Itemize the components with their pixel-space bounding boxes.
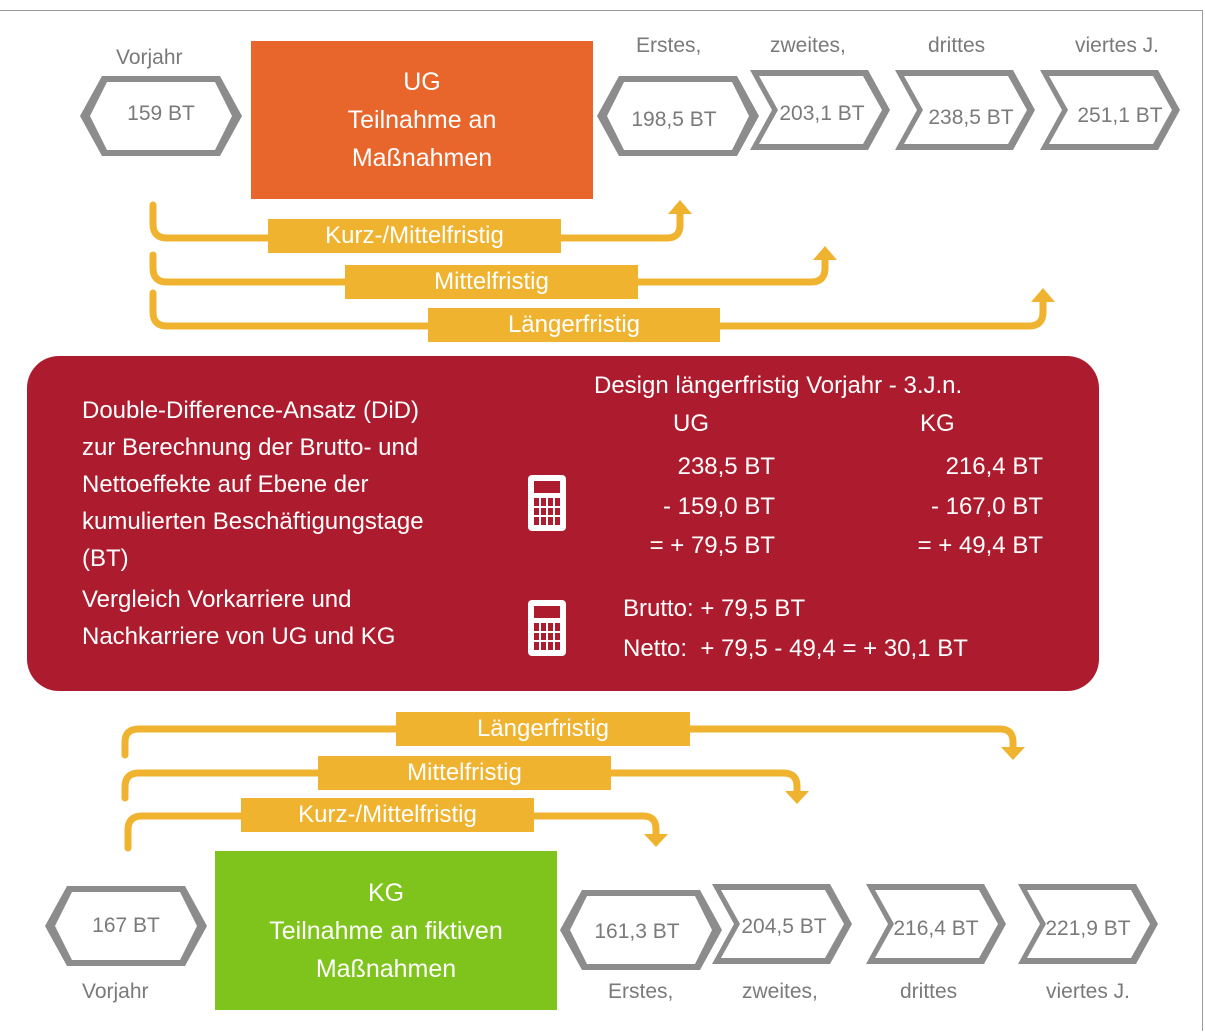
- kg-box-line1: KG: [367, 878, 405, 907]
- netto-result: Netto: + 79,5 - 49,4 = + 30,1 BT: [623, 635, 968, 662]
- bottom-year4-label: viertes J.: [1046, 980, 1131, 1003]
- kg-value-a: 216,4 BT: [945, 453, 1043, 480]
- kg-group-box: KG Teilnahme an fiktiven Maßnahmen: [215, 851, 557, 1010]
- bottom-arrowhead-long: [1001, 747, 1025, 760]
- ug-value-a: 238,5 BT: [677, 453, 775, 480]
- ug-box-line3: Maßnahmen: [351, 144, 493, 172]
- top-baseline-label: Vorjahr: [116, 46, 183, 69]
- ug-value-b: - 159,0 BT: [662, 493, 775, 520]
- bottom-arrowhead-medium: [785, 791, 809, 804]
- bottom-year1-label: Erstes,: [608, 980, 674, 1003]
- bottom-arrowhead-short: [644, 834, 668, 847]
- top-year3-label: drittes: [928, 34, 986, 57]
- top-year2-label: zweites,: [770, 34, 846, 57]
- diagram-frame: [0, 10, 1203, 1031]
- kg-column-header: KG: [920, 410, 955, 437]
- ug-box-line1: UG: [403, 68, 441, 96]
- top-year1-label: Erstes,: [636, 34, 702, 57]
- calculator-icon: [528, 475, 566, 531]
- top-arrowhead-medium: [813, 246, 837, 260]
- top-arrowhead-long: [1031, 288, 1055, 302]
- bottom-horizon-medium-label: Mittelfristig: [318, 756, 611, 790]
- bottom-baseline-value: 167 BT: [92, 914, 160, 937]
- method-line-2: zur Berechnung der Brutto- und: [82, 434, 419, 461]
- design-title: Design längerfristig Vorjahr - 3.J.n.: [594, 372, 963, 399]
- bottom-horizon-short-label: Kurz-/Mittelfristig: [241, 798, 534, 832]
- bottom-baseline-chevron-icon: [45, 886, 207, 966]
- bottom-year2-value: 204,5 BT: [741, 915, 827, 938]
- bottom-year3-value: 216,4 BT: [893, 917, 979, 940]
- top-baseline-value: 159 BT: [127, 102, 195, 125]
- top-arrowhead-short: [668, 200, 692, 214]
- kg-value-c: = + 49,4 BT: [917, 532, 1043, 559]
- top-horizon-medium-label: Mittelfristig: [345, 265, 638, 299]
- method-line-1: Double-Difference-Ansatz (DiD): [82, 397, 420, 424]
- bottom-year2-label: zweites,: [742, 980, 818, 1003]
- bottom-year1-chevron-icon: [560, 890, 722, 970]
- compare-line-1: Vergleich Vorkarriere und: [82, 586, 352, 613]
- ug-value-c: = + 79,5 BT: [649, 532, 775, 559]
- bottom-year1-value: 161,3 BT: [594, 920, 680, 943]
- kg-value-b: - 167,0 BT: [930, 493, 1043, 520]
- top-horizon-long-label: Längerfristig: [428, 308, 720, 342]
- bottom-year3-label: drittes: [900, 980, 958, 1003]
- top-year1-chevron-icon: [597, 76, 759, 156]
- top-baseline-chevron-icon: [80, 76, 242, 156]
- compare-line-2: Nachkarriere von UG und KG: [82, 623, 396, 650]
- top-year2-value: 203,1 BT: [779, 102, 865, 125]
- kg-box-line2: Teilnahme an fiktiven: [269, 916, 503, 945]
- top-year4-value: 251,1 BT: [1077, 104, 1163, 127]
- ug-column-header: UG: [673, 410, 709, 437]
- calculator-icon: [528, 600, 566, 656]
- top-year4-label: viertes J.: [1075, 34, 1160, 57]
- method-line-5: (BT): [82, 545, 129, 572]
- method-line-4: kumulierten Beschäftigungstage: [82, 508, 424, 535]
- ug-group-box: UG Teilnahme an Maßnahmen: [251, 41, 593, 199]
- method-line-3: Nettoeffekte auf Ebene der: [82, 471, 369, 498]
- bottom-year4-value: 221,9 BT: [1045, 917, 1131, 940]
- brutto-result: Brutto: + 79,5 BT: [623, 595, 806, 622]
- bottom-horizon-long-label: Längerfristig: [396, 712, 690, 746]
- bottom-baseline-label: Vorjahr: [82, 980, 149, 1003]
- ug-box-line2: Teilnahme an: [347, 106, 497, 134]
- kg-box-line3: Maßnahmen: [315, 954, 457, 983]
- top-year3-value: 238,5 BT: [928, 106, 1014, 129]
- top-horizon-short-label: Kurz-/Mittelfristig: [268, 219, 561, 253]
- top-year1-value: 198,5 BT: [631, 108, 717, 131]
